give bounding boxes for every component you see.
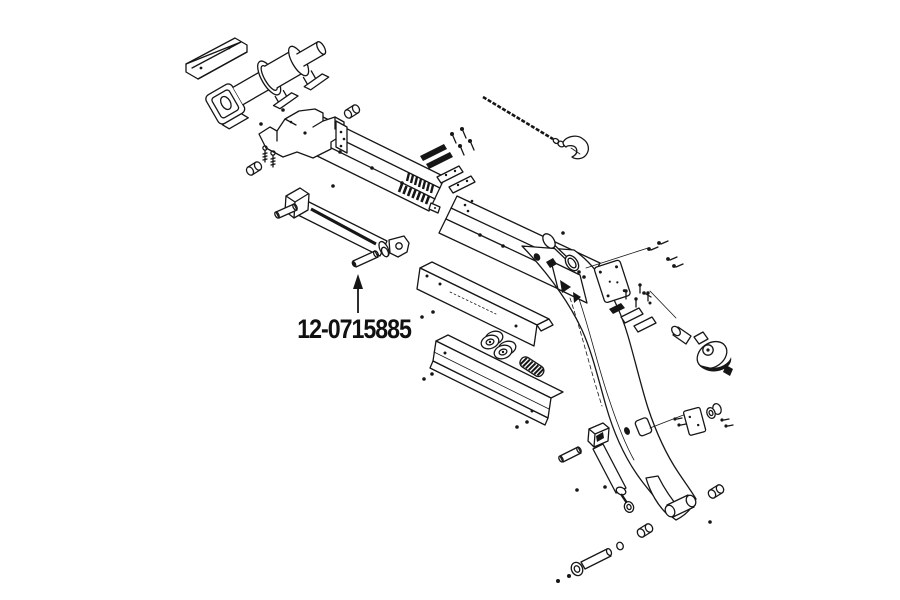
mounting-plate-lower [649,403,734,436]
wire-rope-with-hook [482,95,590,160]
boom-mount-bracket [258,108,348,168]
pulley-pair [480,330,517,360]
labeled-mounting-pin [351,250,380,268]
pivot-pin [558,446,582,463]
winch-mount-bar [185,37,248,80]
curved-boom [521,245,697,521]
callout-arrow [353,274,363,313]
clevis-pin [570,541,624,577]
hydraulic-cylinder [284,181,410,258]
swivel-sheave-assembly [642,290,733,376]
part-number-label: 12-0715885 [297,314,412,344]
wear-channel-upper [416,261,554,347]
slide-pads-and-bolts [420,127,476,194]
tilt-cylinder [587,422,635,514]
spring [519,356,545,378]
bushings [245,104,725,538]
cylinder-pin [274,203,298,219]
fastener-dots [259,108,712,583]
wear-channel-lower [429,334,564,426]
winch-drum-assembly [205,41,330,130]
mounting-plate-upper [585,240,684,333]
boom-head-sheave [533,231,588,304]
